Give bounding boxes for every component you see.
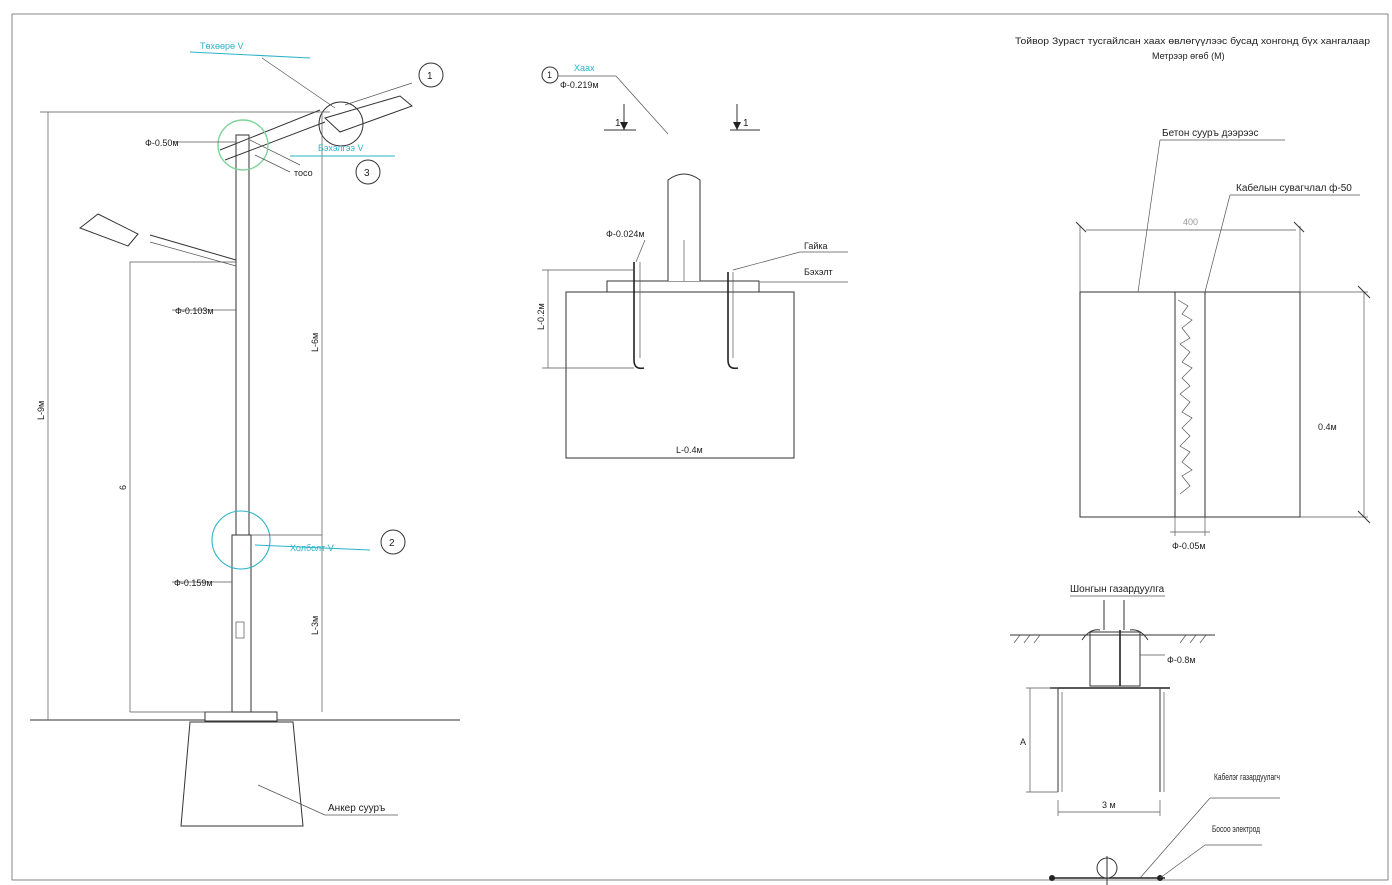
bolt-diam-label: Ф-0.024м xyxy=(606,229,645,239)
anchor-detail-marker xyxy=(541,66,559,84)
width-label: L-0.4м xyxy=(676,445,703,455)
diam-mid-label: Ф-0.103м xyxy=(175,306,214,316)
title-line2: Метрээр өгөб (М) xyxy=(1152,51,1225,61)
ground-header: Шонгын газардуулга xyxy=(1070,584,1165,595)
depth-label: L-0.2м xyxy=(536,303,546,330)
callout-top: Төхөөрө V xyxy=(200,41,244,51)
detail-marker-1 xyxy=(418,62,444,88)
circle-3-label: 3 xyxy=(364,168,370,179)
cable-section-drawing: Бетон сууръ дээрээс Кабелын сувагчлал ф-… xyxy=(1075,128,1371,551)
ground-width-label: 3 м xyxy=(1102,800,1116,810)
circle-2-label: 2 xyxy=(389,538,395,549)
electrode-label: Босоо электрод xyxy=(1212,824,1261,834)
upper-height-label: L-6м xyxy=(310,333,320,352)
grounding-drawing: Шонгын газардуулга xyxy=(1010,584,1280,885)
total-height-label: L-9м xyxy=(36,401,46,420)
diam-low-label: Ф-0.159м xyxy=(174,578,213,588)
ground-diam-label: Ф-0.8м xyxy=(1167,655,1196,665)
concrete-label: Бетон сууръ дээрээс xyxy=(1162,128,1259,139)
diam-top-label: Ф-0.50м xyxy=(145,138,179,148)
anchor-detail-drawing: 1 Хаах Ф-0.219м 1 1 Ф-0.024м xyxy=(536,63,848,459)
cable-ground-label: Кабелэг газардуулагч xyxy=(1214,772,1280,782)
dim-bottom-label: Ф-0.05м xyxy=(1172,541,1206,551)
anchor-callout-diam: Ф-0.219м xyxy=(560,80,599,90)
lamp-pole-drawing: 1 2 3 Төхөөрө V Бэхэлгээ V Холболт V Ф-0… xyxy=(30,41,460,827)
dim-top-label: 400 xyxy=(1183,217,1198,227)
detail-marker-2 xyxy=(380,529,406,555)
title-line1: Тойвор Зураст тусгайлсан хаах өвлөгүүлээ… xyxy=(1015,36,1370,46)
anchor-label: Анкер сууръ xyxy=(328,803,385,814)
circle-1-label: 1 xyxy=(427,71,433,82)
plate-label: Бэхэлт xyxy=(804,267,833,277)
small-note: тосо xyxy=(294,168,313,178)
section-right: 1 xyxy=(743,118,749,129)
dim-right-label: 0.4м xyxy=(1318,422,1337,432)
anchor-callout: Хаах xyxy=(574,63,595,73)
low-height-label: L-3м xyxy=(310,616,320,635)
cable-label: Кабелын сувагчлал ф-50 xyxy=(1236,182,1352,194)
detail-marker-3 xyxy=(355,159,381,185)
mid-height-label: 6 xyxy=(118,485,128,490)
callout-bracket: Бэхэлгээ V xyxy=(318,143,364,153)
drawing-frame xyxy=(11,13,1389,881)
nut-label: Гайка xyxy=(804,241,828,251)
ground-depth-label: А xyxy=(1020,737,1026,747)
callout-mid: Холболт V xyxy=(290,543,334,553)
section-left: 1 xyxy=(615,118,621,129)
anchor-detail-circle: 1 xyxy=(547,70,552,80)
